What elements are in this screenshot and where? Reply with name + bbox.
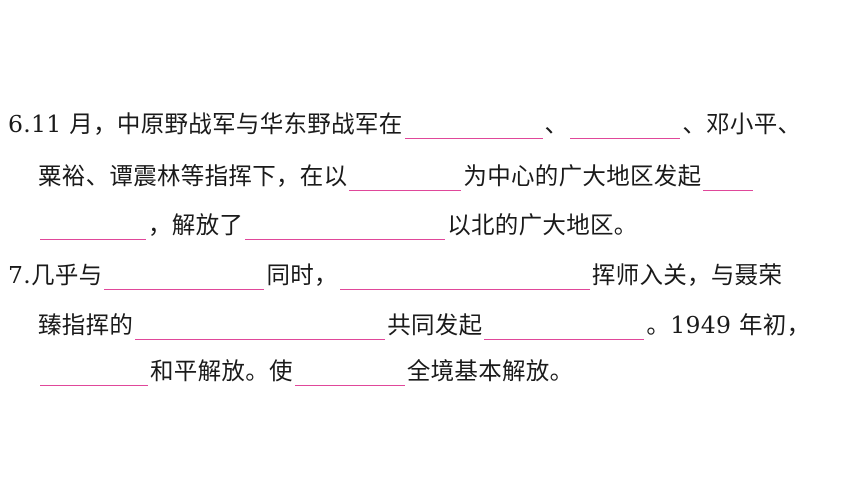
q7-line-1: 7. 几乎与 同时， 挥师入关，与聂荣 [8, 250, 782, 290]
q7-blank-3[interactable] [135, 310, 386, 340]
q7-text-3b: 全境基本解放。 [406, 357, 574, 385]
q7-text-1c: 挥师入关，与聂荣 [591, 261, 783, 289]
q6-line-2: 粟裕、谭震林等指挥下，在以 为中心的广大地区发起 [38, 151, 755, 191]
q6-text-2b: 为中心的广大地区发起 [463, 162, 702, 190]
q6-blank-2[interactable] [570, 109, 681, 139]
q7-line-2: 臻指挥的 共同发起 。1949 年初， [38, 300, 810, 340]
q6-blank-4a[interactable] [703, 161, 754, 191]
q6-text-1a: 11 月，中原野战军与华东野战军在 [31, 110, 403, 138]
q7-blank-6[interactable] [294, 356, 405, 386]
q7-text-3a: 和平解放。使 [150, 357, 293, 385]
q6-blank-3[interactable] [349, 161, 462, 191]
q7-text-2a: 臻指挥的 [38, 311, 134, 339]
q6-number: 6. [8, 110, 32, 138]
q7-line-3: 和平解放。使 全境基本解放。 [38, 346, 573, 386]
q7-blank-2[interactable] [339, 260, 590, 290]
q7-blank-5[interactable] [40, 356, 148, 386]
q6-text-1b: 、 [544, 110, 569, 138]
q7-text-1a: 几乎与 [31, 261, 103, 289]
q6-text-2a: 粟裕、谭震林等指挥下，在以 [38, 162, 348, 190]
q7-text-2b: 共同发起 [387, 311, 483, 339]
q6-line-1: 6. 11 月，中原野战军与华东野战军在 、 、邓小平、 [8, 99, 801, 139]
q6-text-3a: ，解放了 [148, 211, 244, 239]
q7-text-1b: 同时， [266, 261, 338, 289]
q7-blank-1[interactable] [104, 260, 265, 290]
q6-blank-4b[interactable] [40, 210, 146, 240]
q6-text-3b: 以北的广大地区。 [447, 211, 638, 239]
q6-line-3: ，解放了 以北的广大地区。 [38, 200, 638, 240]
q7-number: 7. [8, 261, 32, 289]
q6-blank-5[interactable] [245, 210, 446, 240]
q6-blank-1[interactable] [404, 109, 543, 139]
q7-text-2c: 。1949 年初， [646, 311, 811, 339]
q6-text-1c: 、邓小平、 [682, 110, 802, 138]
q7-blank-4[interactable] [484, 310, 645, 340]
